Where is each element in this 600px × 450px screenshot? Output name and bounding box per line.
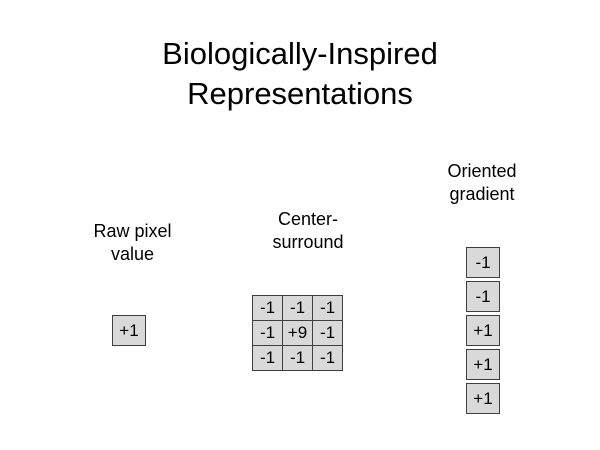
slide-title-line-2: Representations bbox=[187, 76, 413, 111]
grid-cell: -1 bbox=[282, 295, 313, 321]
grid-row: -1 -1 -1 bbox=[252, 295, 343, 321]
slide-title-line-1: Biologically-Inspired bbox=[162, 36, 438, 71]
center-surround-label-line-1: Center- bbox=[277, 209, 339, 229]
grid-cell: -1 bbox=[252, 320, 283, 346]
center-surround-label: Center- surround bbox=[250, 208, 366, 254]
column-cell: +1 bbox=[466, 349, 500, 380]
grid-row: -1 +9 -1 bbox=[252, 320, 343, 346]
grid-cell: -1 bbox=[282, 345, 313, 371]
oriented-gradient-label-line-1: Oriented bbox=[447, 161, 517, 181]
column-cell: +1 bbox=[466, 383, 500, 414]
grid-cell: +9 bbox=[282, 320, 313, 346]
raw-pixel-label-line-2: value bbox=[110, 244, 155, 264]
column-cell: -1 bbox=[466, 281, 500, 312]
grid-row: -1 -1 -1 bbox=[252, 345, 343, 371]
raw-pixel-cell: +1 bbox=[112, 315, 146, 346]
raw-pixel-label: Raw pixel value bbox=[70, 220, 195, 266]
grid-cell: -1 bbox=[312, 320, 343, 346]
grid-cell: -1 bbox=[312, 295, 343, 321]
raw-pixel-label-line-1: Raw pixel bbox=[93, 221, 172, 241]
oriented-gradient-label: Oriented gradient bbox=[424, 160, 540, 206]
grid-cell: -1 bbox=[252, 295, 283, 321]
column-cell: +1 bbox=[466, 315, 500, 346]
column-cell: -1 bbox=[466, 247, 500, 278]
center-surround-grid: -1 -1 -1 -1 +9 -1 -1 -1 -1 bbox=[252, 295, 343, 371]
oriented-gradient-column: -1 -1 +1 +1 +1 bbox=[466, 247, 500, 414]
grid-cell: -1 bbox=[312, 345, 343, 371]
center-surround-label-line-2: surround bbox=[272, 232, 344, 252]
slide-title: Biologically-Inspired Representations bbox=[0, 34, 600, 114]
oriented-gradient-label-line-2: gradient bbox=[449, 184, 515, 204]
grid-cell: -1 bbox=[252, 345, 283, 371]
